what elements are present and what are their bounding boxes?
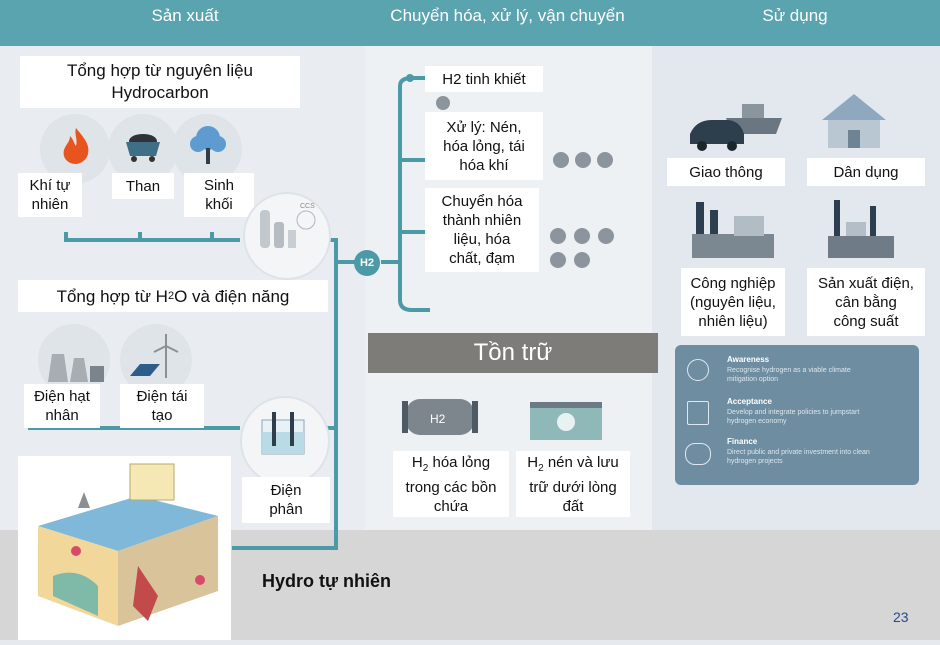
acceptance-text: Develop and integrate policies to jumpst… (727, 409, 860, 425)
coal-cart-icon (126, 134, 160, 162)
geology-block-icon (38, 463, 218, 626)
policy-panel: Awareness Recognise hydrogen as a viable… (675, 345, 919, 485)
nuclear-plant-icon (48, 354, 104, 382)
underground-storage-icon (530, 402, 602, 440)
wind-solar-icon (130, 334, 179, 378)
h2-hub: H2 (354, 250, 380, 276)
ship-icon (575, 152, 591, 168)
power-label: Sản xuất điện, cân bằng công suất (807, 268, 925, 336)
header-bar (0, 0, 940, 46)
electrolyzer-icon (261, 412, 305, 455)
awareness-text: Recognise hydrogen as a viable climate m… (727, 367, 851, 383)
finance-title: Finance (727, 437, 758, 446)
pure-h2-box: H2 tinh khiết (425, 66, 543, 92)
svg-text:CCS: CCS (300, 203, 315, 210)
page-number: 23 (893, 609, 909, 625)
pipeline-icon (598, 228, 614, 244)
pipe-icon (436, 96, 450, 110)
residential-label: Dân dụng (807, 158, 925, 186)
transport-label: Giao thông (667, 158, 785, 186)
header-conversion: Chuyển hóa, xử lý, vận chuyển (390, 6, 625, 25)
conversion-box: Chuyển hóa thành nhiên liệu, hóa chất, đ… (425, 188, 539, 272)
electrolysis-label: Điện phân (242, 477, 330, 523)
power-plant-icon (828, 200, 894, 258)
factory-icon (692, 202, 774, 258)
natural-hydrogen-illustration (18, 456, 231, 640)
finance-text: Direct public and private investment int… (727, 449, 870, 465)
truck-icon (550, 228, 566, 244)
reformer-circle (243, 192, 331, 280)
processing-box: Xử lý: Nén, hóa lỏng, tái hóa khí (425, 112, 543, 180)
storage-title-bar: Tồn trữ (368, 333, 658, 373)
renewable-label: Điện tái tạo (120, 384, 204, 428)
liquid-tank-icon: H2 (402, 399, 478, 435)
house-icon (822, 94, 886, 148)
reformer-icon: CCS (260, 203, 316, 248)
compressed-storage-box: H2 nén và lưu trữ dưới lòng đất (516, 451, 630, 517)
vehicle-ship-icon (690, 104, 782, 151)
industry-label: Công nghiệp (nguyên liệu, nhiên liệu) (681, 268, 785, 336)
money-hand-icon (685, 443, 711, 465)
coal-label: Than (112, 173, 174, 199)
natural-hydrogen-label: Hydro tự nhiên (262, 571, 392, 591)
document-icon (687, 401, 709, 425)
ship-icon (574, 228, 590, 244)
svg-text:H2: H2 (430, 412, 446, 426)
truck-icon (550, 252, 566, 268)
nuclear-label: Điện hạt nhân (24, 384, 100, 428)
transport-icons-row-2 (550, 228, 630, 274)
biomass-label: Sinh khối (184, 173, 254, 217)
pipe-branch-down (398, 262, 430, 312)
transport-icons-row-1 (553, 152, 623, 168)
truck-icon (553, 152, 569, 168)
awareness-title: Awareness (727, 355, 770, 364)
acceptance-title: Acceptance (727, 397, 772, 406)
gas-label: Khí tự nhiên (18, 173, 82, 217)
pipe-branch-up (398, 76, 428, 262)
hydrocarbon-title: Tổng hợp từ nguyên liệu Hydrocarbon (20, 56, 300, 108)
liquid-storage-box: H2 hóa lỏng trong các bồn chứa (393, 451, 509, 517)
pipe-hydrocarbon (64, 232, 240, 242)
ship-icon (574, 252, 590, 268)
tree-icon (190, 126, 226, 164)
header-production: Sản xuất (151, 6, 219, 25)
header-usage: Sử dụng (762, 6, 828, 25)
lightbulb-icon (687, 359, 709, 381)
train-icon (597, 152, 613, 168)
flame-icon (63, 128, 89, 164)
